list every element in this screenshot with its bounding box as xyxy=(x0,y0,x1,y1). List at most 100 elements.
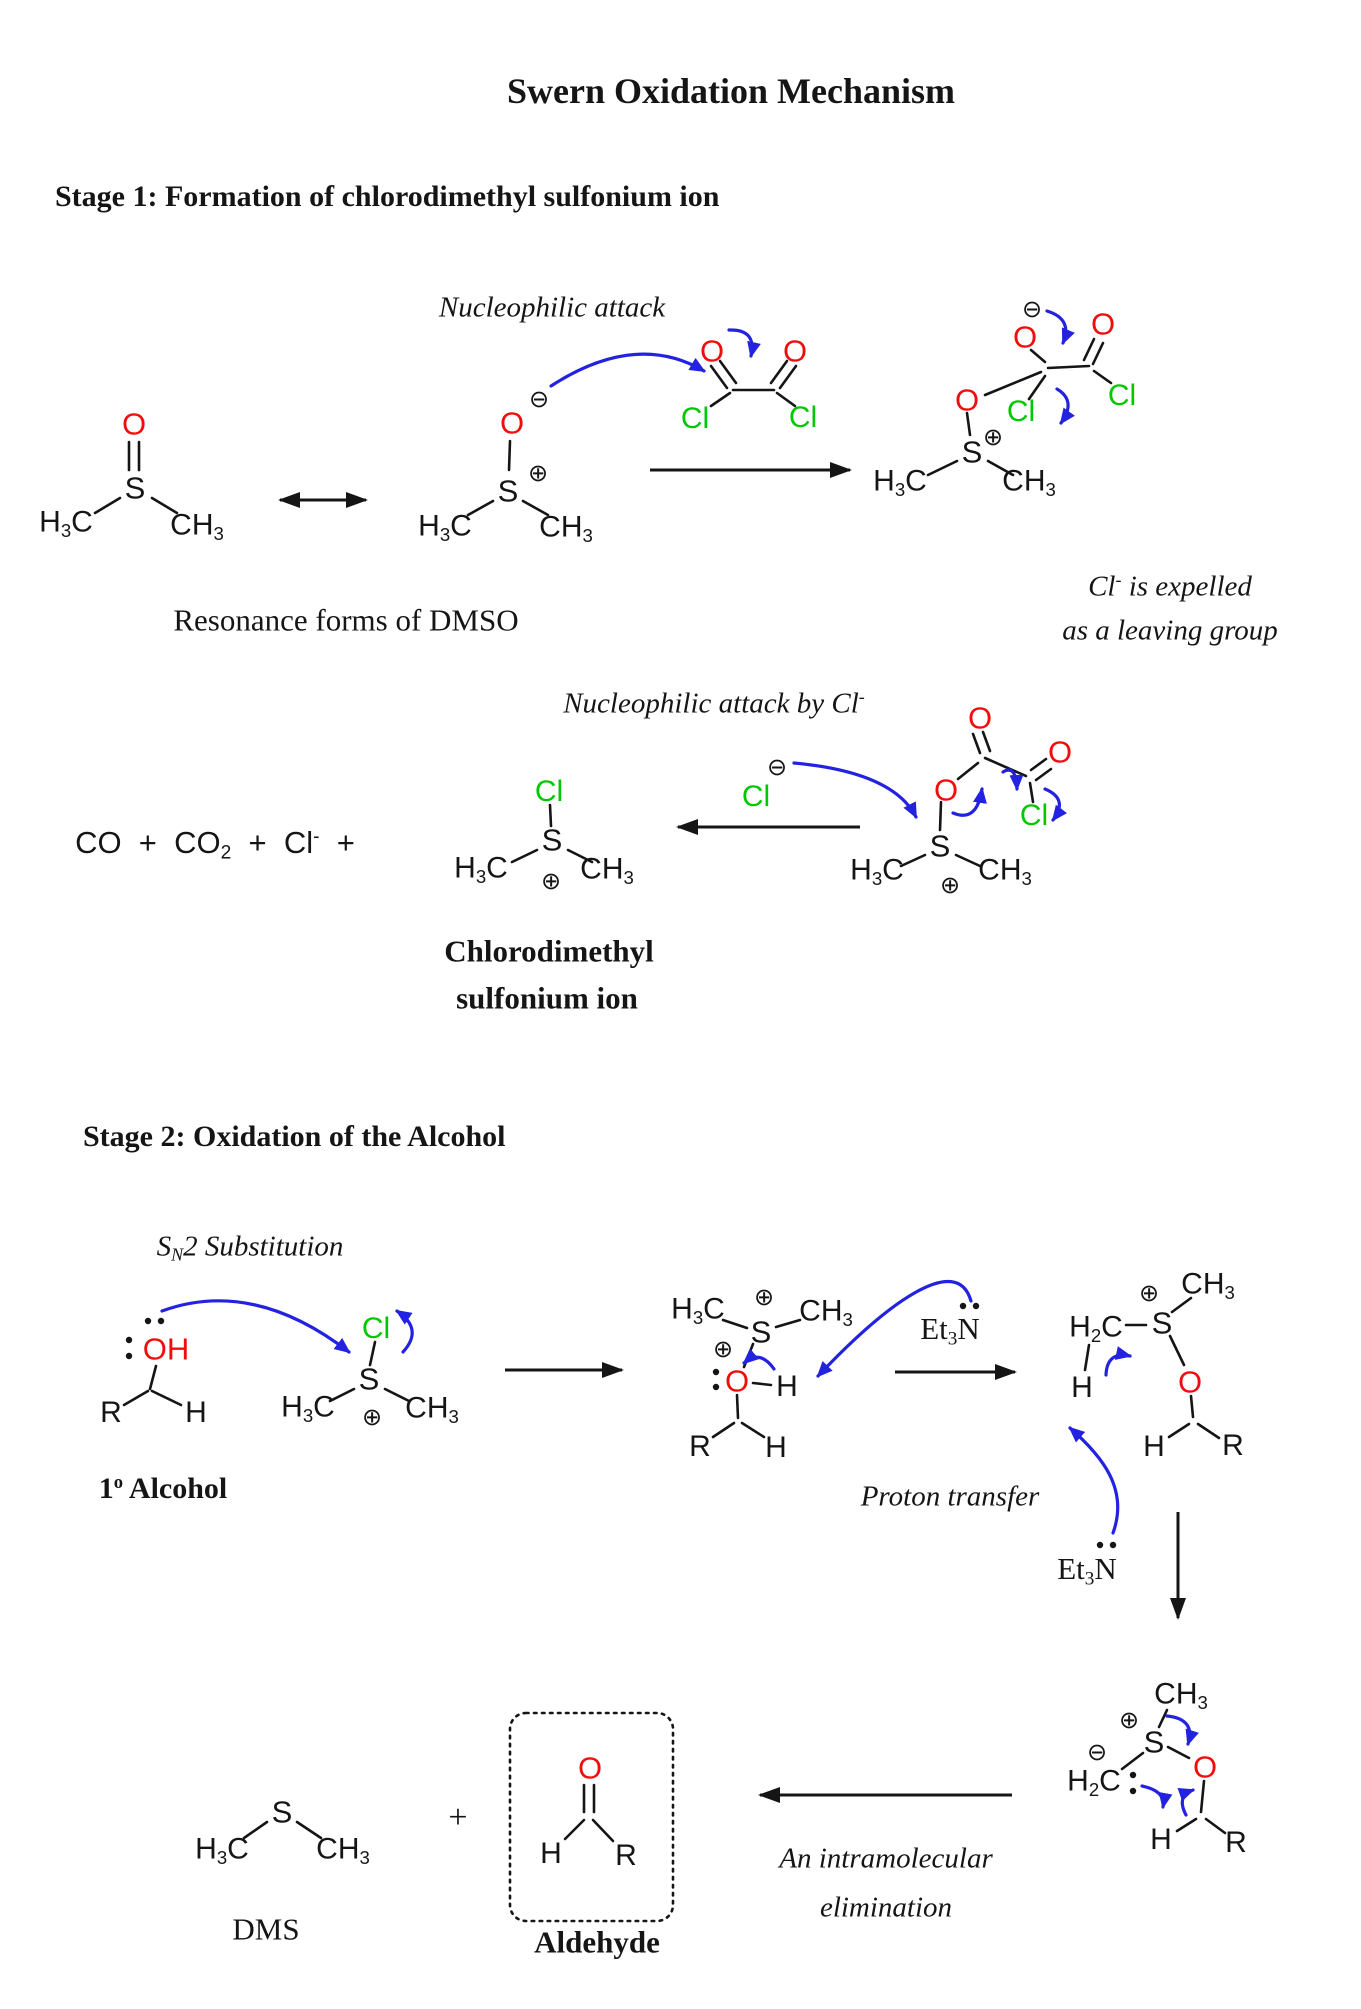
lone-pair-dots xyxy=(125,1302,1137,1795)
chlorosulf-sulfur: S xyxy=(358,1361,380,1397)
dms-methyl-right: CH3 xyxy=(316,1832,370,1868)
dmso2-sulfur: S xyxy=(497,473,519,509)
inter2-oxygen-right: O xyxy=(1047,734,1073,770)
ylide-methyl: CH3 xyxy=(1181,1267,1235,1303)
primary-alcohol-caption: 1o Alcohol xyxy=(98,1471,228,1506)
alcohol-oh: OH xyxy=(142,1331,190,1367)
stage1-heading: Stage 1: Formation of chlorodimethyl sul… xyxy=(55,180,720,213)
chlorodimethyl-caption-line2: sulfonium ion xyxy=(456,980,638,1016)
resonance-caption: Resonance forms of DMSO xyxy=(173,602,519,638)
chloride-expelled-line2: as a leaving group xyxy=(1062,614,1278,647)
adduct-oxygen-top: O xyxy=(1012,319,1038,355)
cyclic-oxygen: O xyxy=(1192,1749,1218,1785)
aldehyde-oxygen: O xyxy=(577,1750,603,1786)
dmso1-methyl-right: CH3 xyxy=(170,508,224,544)
sulfonium-chlorine: Cl xyxy=(534,775,564,808)
adduct-plus-charge: ⊕ xyxy=(982,423,1004,451)
chloride-minus-charge: ⊖ xyxy=(766,753,788,781)
inter2-methyl-left: H3C xyxy=(850,853,904,889)
dms-methyl-left: H3C xyxy=(195,1832,249,1868)
sulfonium-sulfur: S xyxy=(541,822,563,858)
chlorodimethyl-caption-line1: Chlorodimethyl xyxy=(444,933,654,969)
cyclic-plus-charge: ⊕ xyxy=(1118,1706,1140,1734)
bond-lines xyxy=(93,337,1227,1843)
aldehyde-h: H xyxy=(540,1837,562,1870)
ylide-ch2: H2C xyxy=(1069,1310,1123,1346)
dmso2-methyl-left: H3C xyxy=(418,509,472,545)
byproducts-line: CO + CO2 + Cl- + xyxy=(75,825,355,864)
triethylamine-1: Et3N xyxy=(920,1311,980,1350)
aldehyde-r-group: R xyxy=(615,1839,637,1872)
alcohol-h: H xyxy=(185,1396,207,1429)
sulfonium-plus-charge: ⊕ xyxy=(540,867,562,895)
plus-sign: + xyxy=(448,1799,468,1836)
attack-by-chloride-annotation: Nucleophilic attack by Cl- xyxy=(563,686,865,720)
dmso2-minus-charge: ⊖ xyxy=(528,385,550,413)
cyclic-r-group: R xyxy=(1225,1826,1247,1859)
cyclic-methyl: CH3 xyxy=(1154,1677,1208,1713)
alkoxysulf-oxygen: O xyxy=(724,1363,750,1399)
chlorosulf-methyl-left: H3C xyxy=(281,1390,335,1426)
cyclic-sulfur: S xyxy=(1143,1724,1165,1760)
elimination-annotation-line1: An intramolecular xyxy=(779,1842,993,1875)
alkoxysulf-plus-o: ⊕ xyxy=(712,1335,734,1363)
nucleophilic-attack-annotation: Nucleophilic attack xyxy=(438,291,666,324)
inter2-plus-charge: ⊕ xyxy=(939,871,961,899)
adduct-oxygen-right: O xyxy=(1090,306,1116,342)
dms-caption: DMS xyxy=(232,1911,300,1947)
stage2-heading: Stage 2: Oxidation of the Alcohol xyxy=(83,1120,506,1153)
dms-sulfur: S xyxy=(271,1794,293,1830)
reaction-arrows xyxy=(278,462,1186,1803)
chlorosulf-plus-charge: ⊕ xyxy=(361,1403,383,1431)
ylide-oxygen: O xyxy=(1177,1364,1203,1400)
alkoxysulf-ch-h: H xyxy=(765,1431,787,1464)
ylide-plus-charge: ⊕ xyxy=(1138,1279,1160,1307)
inter2-methyl-right: CH3 xyxy=(978,853,1032,889)
dmso1-oxygen: O xyxy=(121,406,147,442)
oxalyl-chlorine-left: Cl xyxy=(680,402,710,435)
adduct-sulfur: S xyxy=(961,434,983,470)
aldehyde-highlight-box xyxy=(508,1711,675,1923)
oxalyl-oxygen-right: O xyxy=(782,333,808,369)
alkoxysulf-r-group: R xyxy=(689,1430,711,1463)
dmso2-methyl-right: CH3 xyxy=(539,510,593,546)
sulfonium-methyl-right: CH3 xyxy=(580,852,634,888)
adduct-minus-charge: ⊖ xyxy=(1021,295,1043,323)
inter2-oxygen-mid: O xyxy=(933,772,959,808)
chlorosulf-methyl-right: CH3 xyxy=(405,1391,459,1427)
alkoxysulf-plus-top: ⊕ xyxy=(753,1283,775,1311)
triethylamine-2: Et3N xyxy=(1057,1551,1117,1590)
alcohol-r-group: R xyxy=(100,1396,122,1429)
adduct-methyl-right: CH3 xyxy=(1002,464,1056,500)
elimination-annotation-line2: elimination xyxy=(819,1891,953,1924)
dmso2-oxygen: O xyxy=(499,405,525,441)
inter2-oxygen-top: O xyxy=(967,700,993,736)
cyclic-ch-h: H xyxy=(1150,1823,1172,1856)
alkoxysulf-oh-h: H xyxy=(776,1370,798,1403)
alkoxysulf-sulfur: S xyxy=(750,1314,772,1350)
oxalyl-chlorine-right: Cl xyxy=(788,401,818,434)
page-title: Swern Oxidation Mechanism xyxy=(506,71,956,111)
chlorosulf-chlorine: Cl xyxy=(361,1312,391,1345)
sulfonium-methyl-left: H3C xyxy=(454,851,508,887)
alkoxysulf-methyl-right: CH3 xyxy=(799,1294,853,1330)
ylide-ch-h: H xyxy=(1143,1430,1165,1463)
aldehyde-caption: Aldehyde xyxy=(534,1924,660,1960)
electron-arrows xyxy=(160,309,1199,1817)
inter2-chlorine: Cl xyxy=(1019,799,1049,832)
cyclic-ch2: H2C xyxy=(1067,1764,1121,1800)
adduct-methyl-left: H3C xyxy=(873,464,927,500)
dmso1-sulfur: S xyxy=(124,470,146,506)
adduct-chlorine-mid: Cl xyxy=(1006,395,1036,428)
chloride-ion: Cl xyxy=(741,780,771,813)
ylide-h-removed: H xyxy=(1071,1371,1093,1404)
alkoxysulf-methyl-left: H3C xyxy=(671,1292,725,1328)
adduct-chlorine-right: Cl xyxy=(1107,379,1137,412)
inter2-sulfur: S xyxy=(929,828,951,864)
oxalyl-oxygen-left: O xyxy=(699,333,725,369)
ylide-r-group: R xyxy=(1222,1429,1244,1462)
dmso1-methyl-left: H3C xyxy=(39,505,93,541)
adduct-oxygen-mid: O xyxy=(954,382,980,418)
